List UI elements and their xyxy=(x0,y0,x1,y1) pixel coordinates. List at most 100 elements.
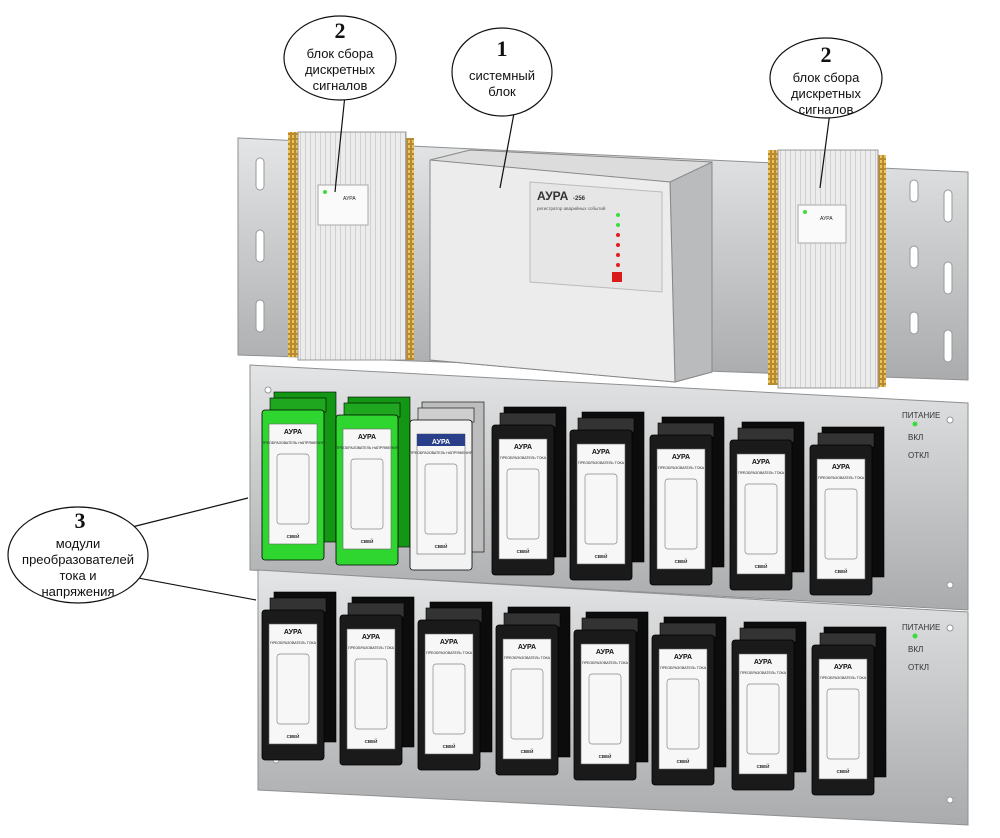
module-type: ПРЕОБРАЗОВАТЕЛЬ ТОКА xyxy=(818,476,865,480)
module-brand: АУРА xyxy=(834,664,852,671)
module-brand: АУРА xyxy=(358,434,376,441)
callout-2-left-line2: дискретных xyxy=(305,62,376,77)
module-type: ПРЕОБРАЗОВАТЕЛЬ НАПРЯЖЕНИЯ xyxy=(410,451,473,455)
module-schematic xyxy=(350,458,384,530)
callout-2-right-line3: сигналов xyxy=(799,102,854,117)
module-schematic xyxy=(432,663,466,735)
module-type: ПРЕОБРАЗОВАТЕЛЬ ТОКА xyxy=(738,471,785,475)
callout-3-line4: напряжения xyxy=(42,584,115,599)
system-unit-brand: АУРА xyxy=(537,189,569,203)
module-schematic xyxy=(666,678,700,750)
module-footer: СВЕЙ xyxy=(517,547,530,554)
module-schematic xyxy=(746,683,780,755)
module-type: ПРЕОБРАЗОВАТЕЛЬ ТОКА xyxy=(270,641,317,645)
status-led-red xyxy=(616,233,620,237)
module-schematic xyxy=(584,473,618,545)
discrete-unit-left: АУРА xyxy=(288,131,414,361)
off-label-bottom: ОТКЛ xyxy=(908,663,929,672)
module-type: ПРЕОБРАЗОВАТЕЛЬ ТОКА xyxy=(660,666,707,670)
converter-module: АУРА ПРЕОБРАЗОВАТЕЛЬ ТОКА СВЕЙ xyxy=(573,611,649,781)
converter-module: АУРА ПРЕОБРАЗОВАТЕЛЬ ТОКА СВЕЙ xyxy=(729,421,805,591)
module-footer: СВЕЙ xyxy=(599,752,612,759)
system-unit-model: -256 xyxy=(573,196,586,202)
module-header-band xyxy=(417,434,465,446)
power-led-bottom xyxy=(912,633,918,639)
module-schematic xyxy=(354,658,388,730)
converter-module: АУРА ПРЕОБРАЗОВАТЕЛЬ ТОКА СВЕЙ xyxy=(339,596,415,766)
callout-2-left-line3: сигналов xyxy=(313,78,368,93)
module-footer: СВЕЙ xyxy=(443,742,456,749)
module-schematic xyxy=(424,463,458,535)
module-schematic xyxy=(826,688,860,760)
power-label-top: ПИТАНИЕ xyxy=(902,411,940,420)
module-schematic xyxy=(510,668,544,740)
module-brand: АУРА xyxy=(596,649,614,656)
discrete-unit-right: АУРА xyxy=(768,149,886,389)
module-schematic xyxy=(588,673,622,745)
module-schematic xyxy=(276,653,310,725)
module-brand: АУРА xyxy=(832,464,850,471)
module-footer: СВЕЙ xyxy=(755,562,768,569)
module-brand: АУРА xyxy=(362,634,380,641)
converter-module: АУРА ПРЕОБРАЗОВАТЕЛЬ ТОКА СВЕЙ xyxy=(569,411,645,581)
module-type: ПРЕОБРАЗОВАТЕЛЬ ТОКА xyxy=(348,646,395,650)
reset-button-red xyxy=(612,272,622,282)
on-label-bottom: ВКЛ xyxy=(908,645,923,654)
module-type: ПРЕОБРАЗОВАТЕЛЬ ТОКА xyxy=(426,651,473,655)
module-footer: СВЕЙ xyxy=(595,552,608,559)
module-footer: СВЕЙ xyxy=(361,537,374,544)
module-brand: АУРА xyxy=(514,444,532,451)
module-type: ПРЕОБРАЗОВАТЕЛЬ ТОКА xyxy=(578,461,625,465)
status-led-red-2 xyxy=(616,243,620,247)
module-brand: АУРА xyxy=(440,639,458,646)
converter-module: АУРА ПРЕОБРАЗОВАТЕЛЬ ТОКА СВЕЙ xyxy=(811,626,887,796)
module-footer: СВЕЙ xyxy=(287,532,300,539)
module-footer: СВЕЙ xyxy=(675,557,688,564)
system-unit: АУРА -256 регистратор аварийных событий xyxy=(429,149,713,383)
callout-3: 3 модули преобразователей тока и напряже… xyxy=(7,497,257,604)
module-footer: СВЕЙ xyxy=(837,767,850,774)
module-footer: СВЕЙ xyxy=(677,757,690,764)
module-schematic xyxy=(744,483,778,555)
status-led-red-4 xyxy=(616,263,620,267)
module-footer: СВЕЙ xyxy=(365,737,378,744)
module-type: ПРЕОБРАЗОВАТЕЛЬ ТОКА xyxy=(500,456,547,460)
module-brand: АУРА xyxy=(518,644,536,651)
module-type: ПРЕОБРАЗОВАТЕЛЬ ТОКА xyxy=(740,671,787,675)
module-footer: СВЕЙ xyxy=(521,747,534,754)
callout-3-line1: модули xyxy=(56,536,101,551)
module-schematic xyxy=(506,468,540,540)
discrete-right-brand: АУРА xyxy=(820,216,833,222)
module-schematic xyxy=(664,478,698,550)
converter-module: АУРА ПРЕОБРАЗОВАТЕЛЬ ТОКА СВЕЙ xyxy=(651,616,727,786)
on-label-top: ВКЛ xyxy=(908,433,923,442)
module-brand: АУРА xyxy=(674,654,692,661)
module-brand: АУРА xyxy=(284,629,302,636)
callout-1-line1: системный xyxy=(469,68,535,83)
callout-1-line2: блок xyxy=(488,84,516,99)
callout-2-left-number: 2 xyxy=(335,18,346,43)
module-type: ПРЕОБРАЗОВАТЕЛЬ ТОКА xyxy=(582,661,629,665)
converter-module: АУРА ПРЕОБРАЗОВАТЕЛЬ ТОКА СВЕЙ xyxy=(417,601,493,771)
module-schematic xyxy=(276,453,310,525)
converter-module: АУРА ПРЕОБРАЗОВАТЕЛЬ ТОКА СВЕЙ xyxy=(491,406,567,576)
status-led-red-3 xyxy=(616,253,620,257)
module-schematic xyxy=(824,488,858,560)
module-brand: АУРА xyxy=(592,449,610,456)
module-brand: АУРА xyxy=(752,459,770,466)
status-led-green xyxy=(616,213,620,217)
callout-2-right-line1: блок сбора xyxy=(793,70,861,85)
power-label-bottom: ПИТАНИЕ xyxy=(902,623,940,632)
module-brand: АУРА xyxy=(754,659,772,666)
module-footer: СВЕЙ xyxy=(287,732,300,739)
callout-1-number: 1 xyxy=(497,36,508,61)
power-led-top xyxy=(912,421,918,427)
module-type: ПРЕОБРАЗОВАТЕЛЬ ТОКА xyxy=(820,676,867,680)
callout-2-right: 2 блок сбора дискретных сигналов xyxy=(769,37,883,189)
off-label-top: ОТКЛ xyxy=(908,451,929,460)
